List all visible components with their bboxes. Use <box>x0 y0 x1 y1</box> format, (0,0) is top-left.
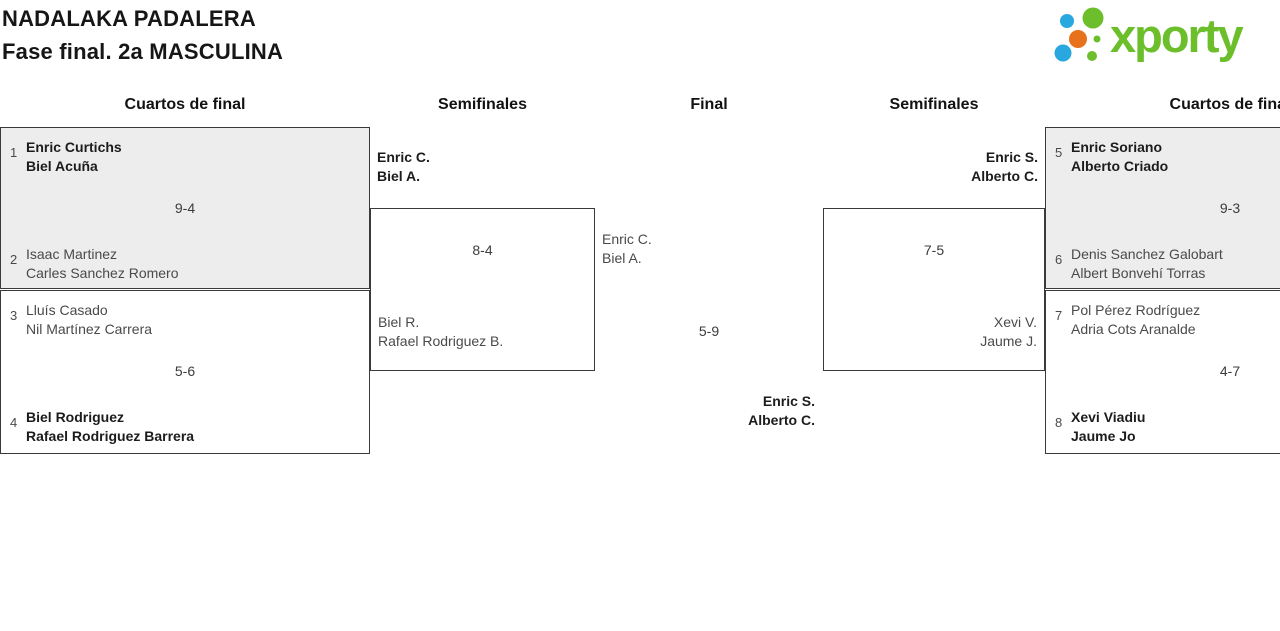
seed-number: 4 <box>10 415 18 430</box>
seed-number: 7 <box>1055 308 1063 323</box>
logo-dot <box>1069 30 1087 48</box>
column-header-sf-left: Semifinales <box>438 96 527 113</box>
final-team-left: Enric C. Biel A. <box>602 230 652 268</box>
seed-number: 3 <box>10 308 18 323</box>
seed-number: 2 <box>10 252 18 267</box>
match-qf-right-bottom[interactable]: 7 Pol Pérez Rodríguez Adria Cots Aranald… <box>1045 290 1280 454</box>
match-sf-left[interactable]: 8-4 Biel R. Rafael Rodriguez B. <box>370 208 595 371</box>
team-name-line: Nil Martínez Carrera <box>26 321 153 337</box>
team-name-line: Enric S. <box>985 149 1038 165</box>
seed-number: 8 <box>1055 415 1063 430</box>
team-name-line: Alberto Criado <box>1071 158 1169 174</box>
team-name-line: Biel Rodriguez <box>26 409 125 425</box>
sf-right-winner-label: Enric S. Alberto C. <box>823 148 1038 186</box>
match-sf-right[interactable]: 7-5 Xevi V. Jaume J. <box>823 208 1045 371</box>
match-qf-left-top[interactable]: 1 Enric Curtichs Biel Acuña 9-4 2 Isaac … <box>0 127 370 289</box>
team-name-line: Enric S. <box>762 393 815 409</box>
team-names: Isaac Martinez Carles Sanchez Romero <box>26 245 179 283</box>
match-qf-left-bottom[interactable]: 3 Lluís Casado Nil Martínez Carrera 5-6 … <box>0 290 370 454</box>
logo-dot <box>1060 14 1074 28</box>
column-header-sf-right: Semifinales <box>889 96 979 113</box>
team-name-line: Adria Cots Aranalde <box>1071 321 1196 337</box>
team-name-line: Xevi V. <box>993 314 1037 330</box>
tournament-name: NADALAKA PADALERA <box>2 6 256 31</box>
match-score: 9-4 <box>174 200 196 216</box>
team-name-line: Enric Curtichs <box>26 139 122 155</box>
team-name-line: Biel A. <box>377 168 421 184</box>
final-team-right: Enric S. Alberto C. <box>600 392 815 430</box>
match-score: 9-3 <box>1219 200 1241 216</box>
match-qf-right-top[interactable]: 5 Enric Soriano Alberto Criado 9-3 6 Den… <box>1045 127 1280 289</box>
match-score: 7-5 <box>923 242 945 258</box>
team-name-line: Alberto C. <box>971 168 1038 184</box>
team-name-line: Denis Sanchez Galobart <box>1071 246 1223 262</box>
phase-name: Fase final. 2a MASCULINA <box>2 39 284 64</box>
team-name-line: Carles Sanchez Romero <box>26 265 179 281</box>
team-names: Lluís Casado Nil Martínez Carrera <box>26 301 152 339</box>
logo-dot <box>1054 44 1072 62</box>
seed-number: 1 <box>10 145 18 160</box>
logo-dot <box>1093 35 1101 43</box>
sf-left-winner-label: Enric C. Biel A. <box>377 148 430 186</box>
match-score: 4-7 <box>1219 363 1241 379</box>
team-names: Biel Rodriguez Rafael Rodriguez Barrera <box>26 408 194 446</box>
team-names: Denis Sanchez Galobart Albert Bonvehí To… <box>1071 245 1223 283</box>
seed-number: 6 <box>1055 252 1063 267</box>
team-names: Enric Soriano Alberto Criado <box>1071 138 1168 176</box>
column-header-qf-right: Cuartos de final <box>1169 96 1280 113</box>
logo-wordmark: xporty <box>1110 9 1244 62</box>
match-score: 8-4 <box>472 242 493 258</box>
team-name-line: Enric C. <box>602 231 652 247</box>
column-header-qf-left: Cuartos de final <box>124 96 246 113</box>
seed-number: 5 <box>1055 145 1063 160</box>
logo-dot <box>1087 51 1097 61</box>
team-names: Xevi Viadiu Jaume Jo <box>1071 408 1145 446</box>
team-names: Xevi V. Jaume J. <box>980 313 1037 351</box>
team-names: Biel R. Rafael Rodriguez B. <box>378 313 503 351</box>
team-names: Enric Curtichs Biel Acuña <box>26 138 122 176</box>
final-score: 5-9 <box>698 323 720 339</box>
team-name-line: Enric C. <box>377 149 430 165</box>
team-name-line: Biel A. <box>602 250 642 266</box>
team-name-line: Pol Pérez Rodríguez <box>1071 302 1201 318</box>
team-name-line: Isaac Martinez <box>26 246 118 262</box>
xporty-logo[interactable]: xporty <box>1048 5 1278 71</box>
team-name-line: Enric Soriano <box>1071 139 1163 155</box>
team-name-line: Rafael Rodriguez B. <box>378 333 504 349</box>
match-score: 5-6 <box>174 363 196 379</box>
team-name-line: Biel R. <box>378 314 420 330</box>
logo-dots-icon <box>1054 7 1104 62</box>
column-header-final: Final <box>690 96 728 113</box>
logo-dot <box>1082 7 1104 29</box>
team-name-line: Rafael Rodriguez Barrera <box>26 428 195 444</box>
team-name-line: Biel Acuña <box>26 158 98 174</box>
team-name-line: Xevi Viadiu <box>1071 409 1146 425</box>
team-name-line: Jaume J. <box>980 333 1037 349</box>
team-names: Pol Pérez Rodríguez Adria Cots Aranalde <box>1071 301 1200 339</box>
team-name-line: Lluís Casado <box>26 302 108 318</box>
team-name-line: Alberto C. <box>748 412 815 428</box>
team-name-line: Albert Bonvehí Torras <box>1071 265 1206 281</box>
team-name-line: Jaume Jo <box>1071 428 1136 444</box>
page-title: NADALAKA PADALERA Fase final. 2a MASCULI… <box>2 2 283 68</box>
